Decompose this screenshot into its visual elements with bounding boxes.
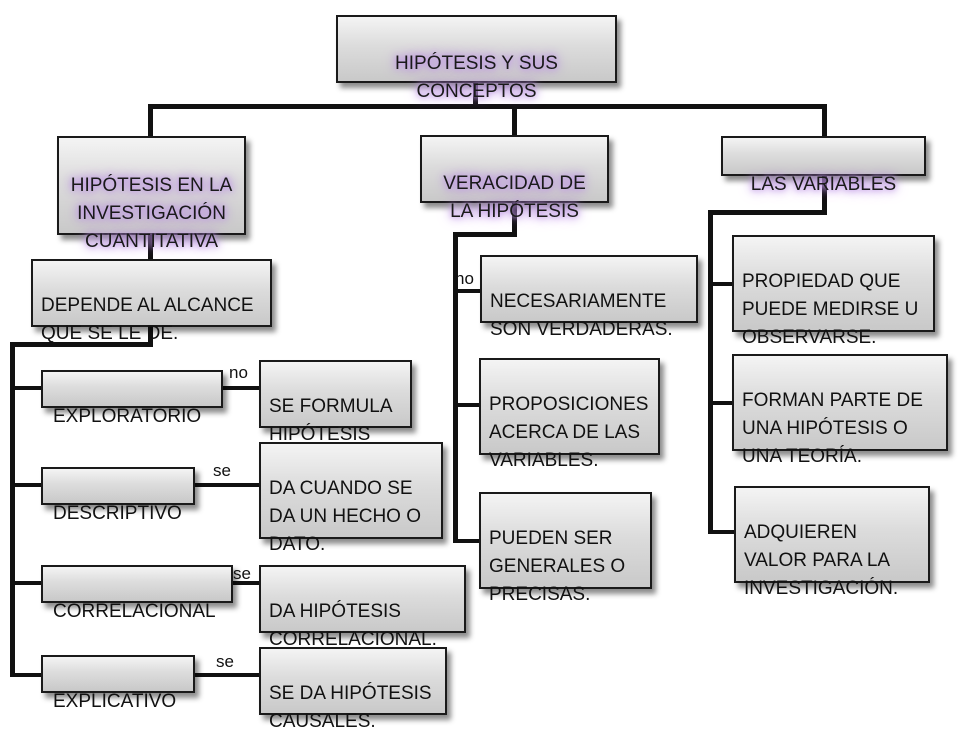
middle-to-item2-line (453, 403, 481, 407)
spine-to-exploratorio-line (10, 386, 42, 390)
result-correlacional-text: DA HIPÓTESIS CORRELACIONAL. (269, 601, 437, 650)
left-branch-box: HIPÓTESIS EN LA INVESTIGACIÓN CUANTITATI… (57, 136, 246, 252)
correlacional-to-result-line (232, 581, 260, 585)
type-exploratorio-box: EXPLORATORIO (41, 370, 223, 427)
title-stem-line (473, 82, 478, 108)
middle-branch-drop-line (512, 104, 517, 136)
type-exploratorio-label: EXPLORATORIO (53, 406, 202, 427)
right-spine-line (708, 210, 713, 534)
result-descriptivo-box: DA CUANDO SE DA UN HECHO O DATO. (259, 442, 443, 555)
result-exploratorio-text: SE FORMULA HIPÓTESIS (269, 396, 393, 445)
connector-label-correlacional: se (233, 564, 251, 583)
right-branch-drop-line (822, 104, 827, 137)
type-explicativo-box: EXPLICATIVO (41, 655, 195, 712)
middle-item-1-text: NECESARIAMENTE SON VERDADERAS. (490, 291, 673, 340)
type-descriptivo-label: DESCRIPTIVO (53, 503, 182, 524)
descriptivo-to-result-line (194, 483, 260, 487)
left-to-scope-line (148, 234, 153, 260)
type-correlacional-box: CORRELACIONAL (41, 565, 233, 622)
middle-branch-label: VERACIDAD DE LA HIPÓTESIS (443, 173, 586, 222)
result-explicativo-text: SE DA HIPÓTESIS CAUSALES. (269, 683, 432, 732)
result-exploratorio-box: SE FORMULA HIPÓTESIS (259, 360, 412, 445)
middle-item-3-box: PUEDEN SER GENERALES O PRECISAS. (479, 492, 652, 605)
right-to-item2-line (708, 401, 732, 405)
type-correlacional-label: CORRELACIONAL (53, 601, 216, 622)
left-branch-label: HIPÓTESIS EN LA INVESTIGACIÓN CUANTITATI… (70, 175, 233, 252)
scope-to-spine-drop-line (148, 326, 153, 346)
scope-box: DEPENDE AL ALCANCE QUE SE LE DE. (31, 259, 272, 344)
left-spine-top-line (10, 342, 153, 347)
right-item-2-box: FORMAN PARTE DE UNA HIPÓTESIS O UNA TEOR… (732, 354, 948, 467)
middle-branch-stem-line (512, 202, 517, 236)
spine-to-correlacional-line (10, 581, 42, 585)
right-to-item1-line (708, 282, 732, 286)
result-correlacional-box: DA HIPÓTESIS CORRELACIONAL. (259, 565, 466, 650)
left-spine-line (10, 342, 15, 677)
right-branch-box: LAS VARIABLES (721, 136, 926, 195)
middle-item-2-text: PROPOSICIONES ACERCA DE LAS VARIABLES. (489, 394, 649, 471)
connector-label-middle: no (455, 269, 474, 288)
exploratorio-to-result-line (222, 386, 260, 390)
right-item-2-text: FORMAN PARTE DE UNA HIPÓTESIS O UNA TEOR… (742, 390, 923, 467)
left-branch-drop-line (148, 104, 153, 138)
right-top-horizontal-line (708, 210, 827, 215)
middle-item-3-text: PUEDEN SER GENERALES O PRECISAS. (489, 528, 626, 605)
middle-item-2-box: PROPOSICIONES ACERCA DE LAS VARIABLES. (479, 358, 660, 471)
title-text: HIPÓTESIS Y SUS CONCEPTOS (395, 53, 558, 102)
middle-spine-line (453, 232, 458, 543)
explicativo-to-result-line (194, 673, 260, 677)
connector-label-exploratorio: no (229, 363, 248, 382)
middle-top-horizontal-line (453, 232, 517, 237)
middle-branch-box: VERACIDAD DE LA HIPÓTESIS (420, 135, 609, 222)
scope-text: DEPENDE AL ALCANCE QUE SE LE DE. (41, 295, 254, 344)
right-item-1-text: PROPIEDAD QUE PUEDE MEDIRSE U OBSERVARSE… (742, 271, 919, 348)
middle-to-item1-line (453, 289, 481, 293)
type-descriptivo-box: DESCRIPTIVO (41, 467, 195, 524)
result-descriptivo-text: DA CUANDO SE DA UN HECHO O DATO. (269, 478, 422, 555)
spine-to-descriptivo-line (10, 483, 42, 487)
right-to-item3-line (708, 530, 734, 534)
title-box: HIPÓTESIS Y SUS CONCEPTOS (336, 15, 617, 102)
middle-item-1-box: NECESARIAMENTE SON VERDADERAS. (480, 255, 698, 340)
right-item-3-box: ADQUIEREN VALOR PARA LA INVESTIGACIÓN. (734, 486, 930, 599)
right-branch-label: LAS VARIABLES (750, 174, 897, 195)
result-explicativo-box: SE DA HIPÓTESIS CAUSALES. (259, 647, 447, 732)
middle-to-item3-line (453, 539, 481, 543)
top-horizontal-line (148, 104, 827, 109)
right-item-1-box: PROPIEDAD QUE PUEDE MEDIRSE U OBSERVARSE… (732, 235, 935, 348)
connector-label-descriptivo: se (213, 461, 231, 480)
right-item-3-text: ADQUIEREN VALOR PARA LA INVESTIGACIÓN. (744, 522, 899, 599)
right-branch-stem-line (822, 174, 827, 214)
spine-to-explicativo-line (10, 673, 42, 677)
type-explicativo-label: EXPLICATIVO (53, 691, 177, 712)
connector-label-explicativo: se (216, 652, 234, 671)
